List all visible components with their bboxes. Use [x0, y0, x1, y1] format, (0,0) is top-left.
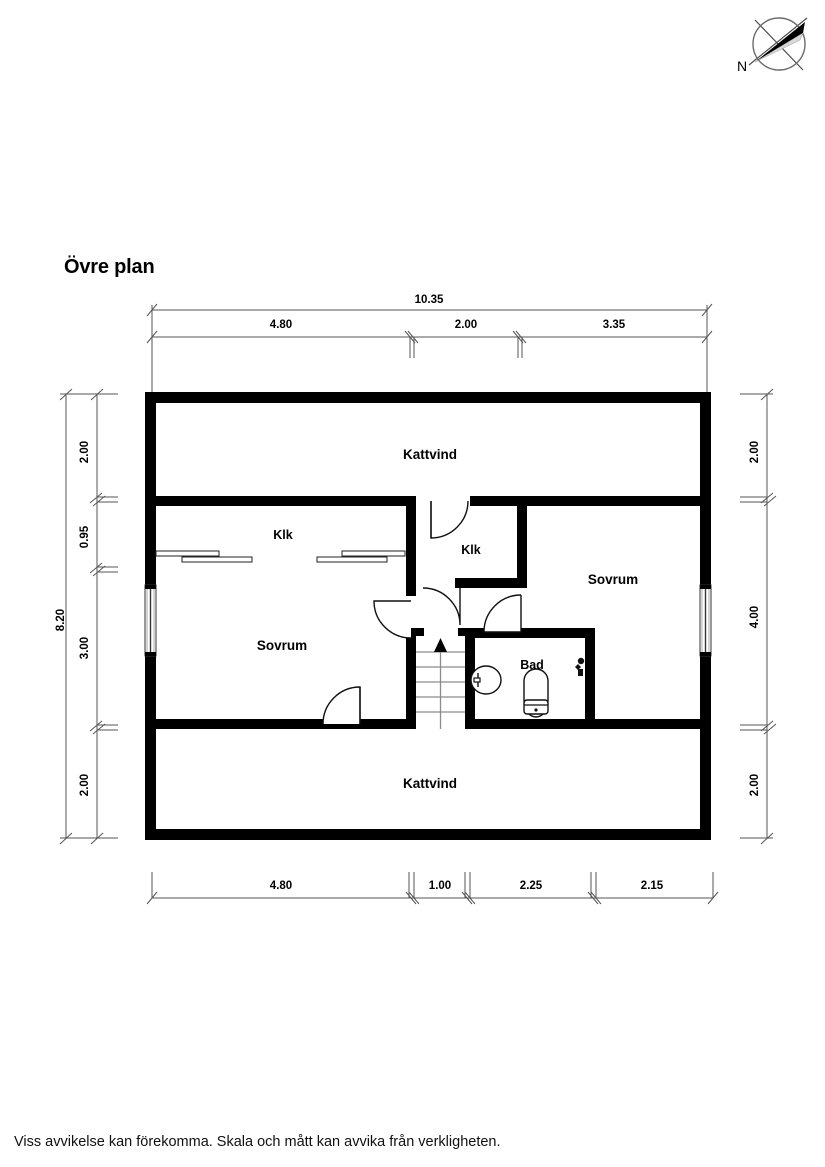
- right-dimension-chain: [740, 388, 777, 845]
- dim-right-seg-3: 2.00: [749, 774, 761, 796]
- room-label-sovrum-left: Sovrum: [257, 638, 307, 653]
- dim-bottom-seg-1: 4.80: [270, 880, 292, 892]
- dim-bottom-seg-4: 2.15: [641, 880, 664, 892]
- dim-bottom-seg-3: 2.25: [520, 880, 543, 892]
- compass-icon: [748, 17, 808, 71]
- dim-right-seg-1: 2.00: [749, 441, 761, 463]
- dim-right-seg-2: 4.00: [749, 606, 761, 628]
- sink-fixture: [470, 665, 502, 695]
- dim-left-overall: 8.20: [55, 609, 67, 631]
- dim-left-seg-2: 0.95: [79, 525, 91, 548]
- room-label-kattvind-top: Kattvind: [403, 447, 457, 462]
- staircase: [416, 636, 465, 729]
- window-right-sovrum: [699, 584, 712, 657]
- door-swings: [322, 500, 522, 725]
- disclaimer-text: Viss avvikelse kan förekomma. Skala och …: [14, 1134, 501, 1150]
- dim-left-seg-1: 2.00: [79, 441, 91, 463]
- dim-bottom-seg-2: 1.00: [429, 880, 451, 892]
- shower-fixture: [575, 657, 585, 676]
- room-label-klk-left: Klk: [273, 528, 293, 542]
- dim-top-seg-1: 4.80: [270, 319, 292, 331]
- room-label-bad: Bad: [520, 658, 544, 672]
- room-label-sovrum-right: Sovrum: [588, 572, 638, 587]
- dim-top-seg-2: 2.00: [455, 319, 477, 331]
- dim-top-seg-3: 3.35: [603, 319, 626, 331]
- dim-left-seg-4: 2.00: [79, 774, 91, 796]
- bottom-dimension-chain: [146, 872, 719, 905]
- stair-direction-arrow: [434, 638, 447, 652]
- room-label-klk-center: Klk: [461, 543, 481, 557]
- dim-top-overall: 10.35: [415, 294, 444, 306]
- dim-left-seg-3: 3.00: [79, 637, 91, 659]
- room-label-kattvind-bottom: Kattvind: [403, 776, 457, 791]
- compass-north-label: N: [737, 58, 748, 74]
- top-dimension-chain: [146, 303, 713, 392]
- sliding-closet-doors-left: [155, 550, 406, 563]
- compass-rose: N: [733, 8, 819, 90]
- page-title: Övre plan: [64, 256, 155, 278]
- toilet-fixture: [523, 668, 549, 718]
- window-left-sovrum: [144, 584, 157, 657]
- left-dimension-chain: [59, 388, 118, 845]
- interior-walls: [145, 496, 711, 729]
